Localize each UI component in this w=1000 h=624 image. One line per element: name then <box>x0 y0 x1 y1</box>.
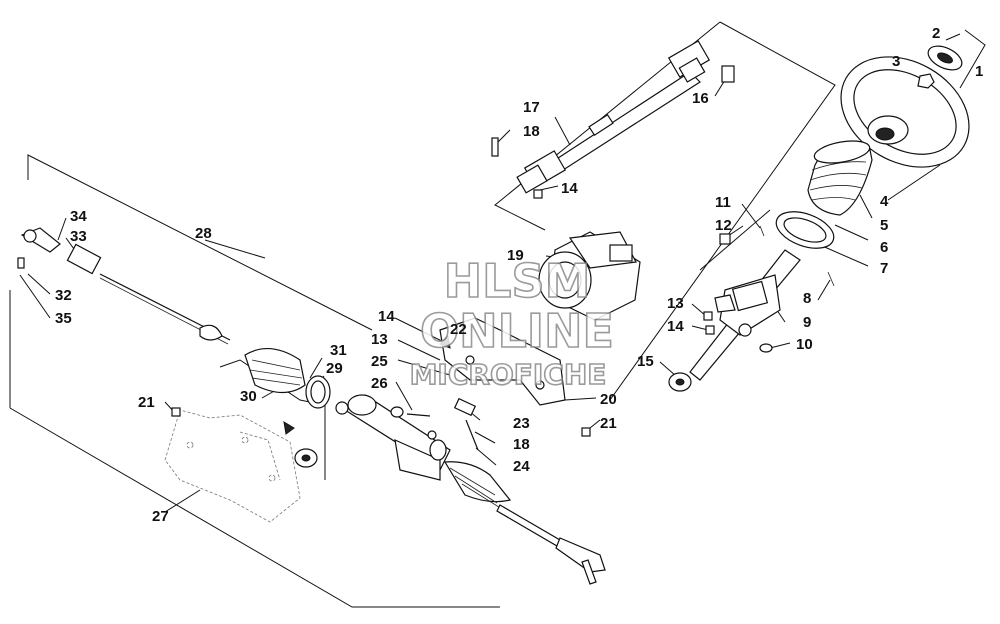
column-fasteners <box>703 225 835 353</box>
boot-clamps <box>305 375 431 418</box>
callout-32: 32 <box>55 287 72 304</box>
arrow-marker-left <box>283 421 295 435</box>
callout-25: 25 <box>371 353 388 370</box>
callout-14-column: 14 <box>667 318 684 335</box>
callout-27: 27 <box>152 508 169 525</box>
callout-21-right: 21 <box>600 415 617 432</box>
callout-1: 1 <box>975 63 983 80</box>
callout-12: 12 <box>715 217 732 234</box>
power-steering-unit <box>538 231 641 321</box>
watermark-line-2: ONLINE <box>420 304 614 358</box>
center-cap <box>927 45 963 71</box>
callout-26: 26 <box>371 375 388 392</box>
callout-3: 3 <box>892 53 900 70</box>
callout-33: 33 <box>70 228 87 245</box>
callout-30: 30 <box>240 388 257 405</box>
rack-fasteners <box>171 397 591 451</box>
callout-22: 22 <box>450 321 467 338</box>
callout-14-shaft: 14 <box>561 180 578 197</box>
callout-10: 10 <box>796 336 813 353</box>
callout-31: 31 <box>330 342 347 359</box>
rack-bushing <box>294 448 318 468</box>
tie-rod-end-right <box>555 537 606 585</box>
arrow-marker-bracket <box>439 334 451 349</box>
callout-35: 35 <box>55 310 72 327</box>
bearing-ring <box>775 211 835 249</box>
tie-rod-left <box>17 227 231 345</box>
callout-15: 15 <box>637 353 654 370</box>
intermediate-shaft <box>491 40 735 199</box>
watermark-line-3: MICROFICHE <box>410 358 607 391</box>
group-boundary-lines <box>9 21 986 608</box>
callout-20: 20 <box>600 391 617 408</box>
callout-4: 4 <box>880 193 889 210</box>
leader-lines <box>19 33 961 513</box>
callout-24: 24 <box>513 458 530 475</box>
callout-17: 17 <box>523 99 540 116</box>
callout-29: 29 <box>326 360 343 377</box>
steering-wheel <box>840 56 970 168</box>
callout-18-rack: 18 <box>513 436 530 453</box>
callout-9: 9 <box>803 314 811 331</box>
column-coupler <box>668 372 692 392</box>
callout-14-bracket: 14 <box>378 308 395 325</box>
callout-23: 23 <box>513 415 530 432</box>
wheel-nut <box>917 73 935 89</box>
watermark: HLSM ONLINE MICROFICHE <box>409 253 615 392</box>
callout-7: 7 <box>880 260 888 277</box>
callout-labels: 1 2 3 4 5 6 7 8 9 10 11 12 13 13 14 14 1… <box>55 25 983 525</box>
mounting-bracket <box>439 317 566 406</box>
steering-column <box>689 249 801 381</box>
steering-rack <box>343 394 561 547</box>
frame-bracket-outline <box>164 409 301 523</box>
callout-2: 2 <box>932 25 940 42</box>
callout-19: 19 <box>507 247 524 264</box>
callout-11: 11 <box>715 194 731 211</box>
callout-13-bracket: 13 <box>371 331 388 348</box>
callout-13-column: 13 <box>667 295 684 312</box>
callout-34: 34 <box>70 208 87 225</box>
callout-21-left: 21 <box>138 394 155 411</box>
tie-rod-boot-left <box>244 348 306 394</box>
callout-18-shaft: 18 <box>523 123 540 140</box>
watermark-line-1: HLSM <box>444 254 591 308</box>
column-boot <box>807 140 873 216</box>
callout-16: 16 <box>692 90 709 107</box>
callout-28: 28 <box>195 225 212 242</box>
callout-5: 5 <box>880 217 888 234</box>
callout-8: 8 <box>803 290 811 307</box>
callout-6: 6 <box>880 239 888 256</box>
